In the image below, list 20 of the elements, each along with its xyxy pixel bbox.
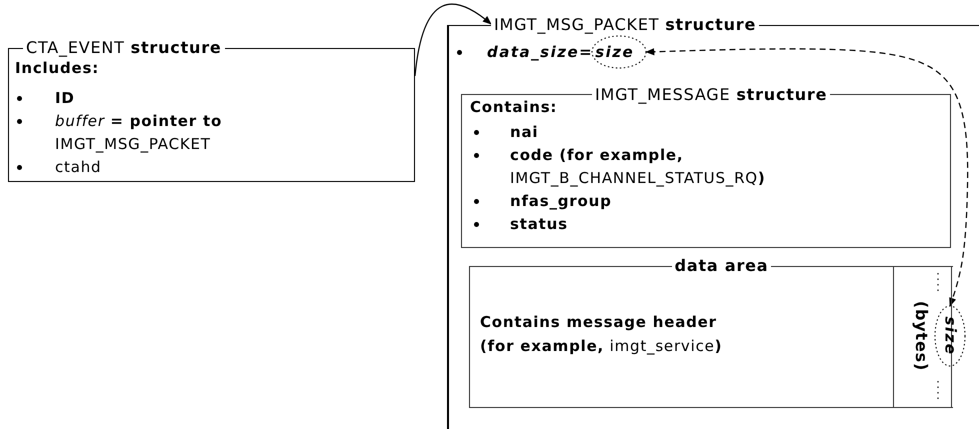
field-value: size xyxy=(940,316,960,356)
connector-arrow xyxy=(645,48,968,307)
list-item: code (for example, IMGT_B_CHANNEL_STATUS_RQ) xyxy=(510,145,767,189)
field-value: size xyxy=(595,42,634,62)
list-item: nai xyxy=(510,122,538,143)
list-item: ctahd xyxy=(55,157,102,178)
list-item: status xyxy=(510,214,568,235)
list-item: ID xyxy=(55,88,75,109)
list-heading: Contains: xyxy=(470,97,558,117)
box-title: CTA_EVENT structure xyxy=(23,38,225,58)
connector-arrow xyxy=(414,4,492,76)
list-item: nfas_group xyxy=(510,191,612,212)
box-title: IMGT_MESSAGE structure xyxy=(592,85,830,105)
dotted-ellipse xyxy=(591,35,648,69)
field-name: data_size= xyxy=(487,42,594,62)
list-heading: Includes: xyxy=(15,58,100,78)
dotted-ellipse xyxy=(934,305,966,367)
vertical-label: (bytes) xyxy=(911,300,931,372)
box-title: IMGT_MSG_PACKET structure xyxy=(491,15,760,35)
body-text: Contains message header (for example, imgt_service) xyxy=(480,312,724,357)
